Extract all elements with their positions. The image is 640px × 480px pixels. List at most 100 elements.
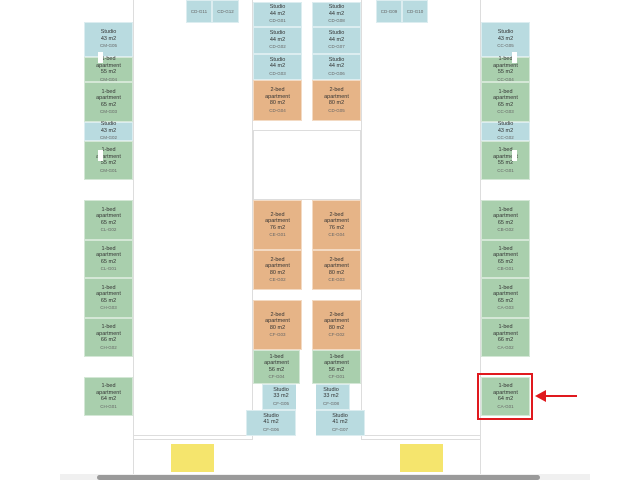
unit-label: 1-bed <box>101 245 116 252</box>
unit-code: CD-G09 <box>380 8 398 14</box>
unit-code: CM-G04 <box>99 76 117 82</box>
unit-label: 1-bed <box>269 353 284 360</box>
unit-label: Studio <box>328 30 345 37</box>
unit-code: CB-G02 <box>497 227 514 232</box>
unit-label: apartment <box>96 291 121 297</box>
unit-label: 44 m2 <box>328 10 345 17</box>
unit-label: apartment <box>324 218 349 224</box>
unit-cd-g12[interactable]: CD-G12 <box>212 0 239 23</box>
unit-code: CC-G04 <box>497 76 514 82</box>
unit-label: 1-bed <box>101 324 116 330</box>
unit-label: apartment <box>493 153 518 160</box>
unit-cd-g11[interactable]: CD-G11 <box>186 0 212 23</box>
scrollbar-thumb[interactable] <box>97 475 540 480</box>
unit-code: CC-G01 <box>497 167 514 173</box>
unit-label: 2-bed <box>329 211 344 218</box>
unit-code: CD-G02 <box>269 44 286 50</box>
unit-label: Studio <box>497 29 514 36</box>
unit-label: apartment <box>493 330 518 337</box>
unit-code: CD-G11 <box>190 8 208 14</box>
unit-label: 1-bed <box>498 245 513 252</box>
unit-label: 41 m2 <box>332 419 348 426</box>
unit-label: apartment <box>324 360 349 366</box>
unit-code: CC-G03 <box>497 109 514 114</box>
unit-label: 65 m2 <box>497 101 514 108</box>
unit-label: apartment <box>493 252 518 258</box>
unit-label: apartment <box>265 218 290 224</box>
unit-code: CM-G01 <box>99 167 117 173</box>
unit-code: CD-G06 <box>328 70 345 76</box>
unit-code: CF-G05 <box>272 400 289 406</box>
unit-label: Studio <box>332 412 348 419</box>
unit-code: CA-G03 <box>497 305 514 310</box>
horizontal-scrollbar[interactable] <box>60 474 590 480</box>
unit-label: Studio <box>269 4 286 11</box>
unit-label: apartment <box>324 263 349 269</box>
unit-code: CE-G02 <box>269 277 286 282</box>
unit-code: CH-G03 <box>100 305 117 310</box>
unit-label: 2-bed <box>270 211 285 218</box>
unit-label: 44 m2 <box>328 63 345 70</box>
unit-label: 43 m2 <box>100 35 117 42</box>
arrow-left-icon <box>535 390 577 402</box>
unit-label: 44 m2 <box>269 10 286 17</box>
unit-label: 1-bed <box>101 88 116 95</box>
unit-code: CL-G01 <box>100 266 117 271</box>
courtyard <box>253 130 361 200</box>
unit-label: 65 m2 <box>497 297 514 304</box>
unit-label: 33 m2 <box>273 393 289 400</box>
unit-cd-g09[interactable]: CD-G09 <box>376 0 402 23</box>
unit-label: 1-bed <box>101 56 116 62</box>
unit-label: 65 m2 <box>100 219 117 226</box>
unit-label: 80 m2 <box>328 100 345 106</box>
unit-code: CB-G01 <box>497 266 514 271</box>
unit-label: Studio <box>328 4 345 11</box>
wall <box>361 0 481 440</box>
unit-cd-g10[interactable]: CD-G10 <box>402 0 428 23</box>
unit-label: 80 m2 <box>328 324 345 331</box>
unit-label: apartment <box>265 93 290 100</box>
unit-label: 76 m2 <box>328 224 345 231</box>
unit-code: CF-G02 <box>328 332 345 337</box>
